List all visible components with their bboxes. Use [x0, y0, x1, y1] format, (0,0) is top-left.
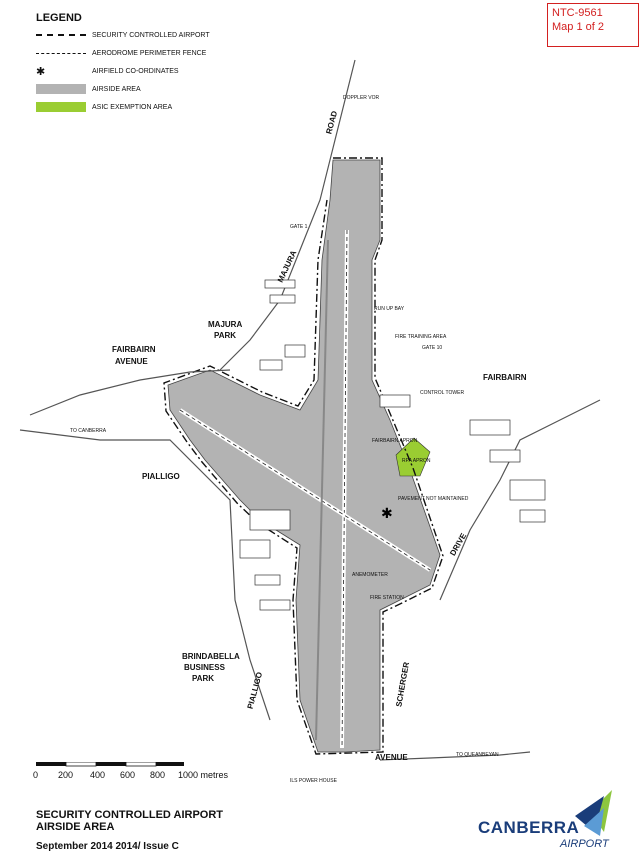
legend-label: SECURITY CONTROLLED AIRPORT: [92, 31, 210, 39]
label-majura-park-2: PARK: [214, 331, 237, 340]
label-pialligo: PIALLIGO: [142, 472, 180, 481]
pialligo-road: [19, 429, 271, 721]
main-runway-centre: [341, 229, 348, 749]
logo-sub: AIRPORT: [560, 838, 609, 850]
scale-bar: [36, 762, 184, 767]
label-rpa-apron: RPA APRON: [402, 458, 431, 464]
reference-number: NTC-9561: [552, 7, 603, 19]
label-anemometer: ANEMOMETER: [352, 572, 388, 578]
building-clusters: [239, 279, 546, 611]
logo-name: CANBERRA: [478, 818, 580, 837]
label-fire-station: FIRE STATION: [370, 595, 404, 601]
map-subtitle: AIRSIDE AREA: [36, 821, 115, 833]
legend-label: AERODROME PERIMETER FENCE: [92, 49, 207, 57]
airside-area-main: [167, 159, 441, 753]
label-fairbairn-avenue-1: FAIRBAIRN: [112, 345, 156, 354]
scherger-drive: [379, 751, 531, 761]
scale-label: 400: [90, 770, 106, 780]
coordinates-star-icon: ✱: [381, 506, 393, 522]
grey-swatch: [36, 84, 86, 94]
scale-label: 800: [150, 770, 166, 780]
label-to-canberra: TO CANBERRA: [70, 428, 107, 434]
label-pavement: PAVEMENT NOT MAINTAINED: [398, 496, 469, 502]
reference-box: NTC-9561 Map 1 of 2: [547, 3, 639, 47]
scale-label: 200: [58, 770, 74, 780]
taxiway: [315, 239, 329, 741]
star-icon: ✱: [36, 65, 46, 78]
fairbairn-avenue: [29, 369, 231, 416]
cross-runway-centre: [179, 409, 431, 571]
legend-label: AIRFIELD CO-ORDINATES: [92, 67, 179, 75]
dash-dot-line-icon: [36, 30, 86, 40]
map-title: SECURITY CONTROLLED AIRPORT: [36, 809, 224, 821]
canberra-airport-logo-mark: [575, 790, 612, 836]
majura-road: [219, 59, 356, 371]
green-swatch: [36, 102, 86, 112]
scale-label: 600: [120, 770, 136, 780]
label-gate-1: GATE 1: [290, 224, 308, 230]
asic-exemption-area: [395, 437, 431, 477]
label-brindabella-1: BRINDABELLA: [182, 652, 240, 661]
label-brindabella-3: PARK: [192, 674, 215, 683]
label-ils-power-house: ILS POWER HOUSE: [290, 778, 337, 784]
label-majura-park-1: MAJURA: [208, 320, 243, 329]
legend-row-fence: AERODROME PERIMETER FENCE: [36, 48, 206, 58]
legend-row-asic: ASIC EXEMPTION AREA: [36, 102, 172, 112]
label-fire-training: FIRE TRAINING AREA: [395, 334, 447, 340]
label-fairbairn-avenue-2: AVENUE: [115, 357, 148, 366]
label-doppler-vor: DOPPLER VOR: [343, 95, 380, 101]
label-fairbairn-apron: FAIRBAIRN APRON: [372, 438, 418, 444]
label-avenue: AVENUE: [375, 753, 408, 762]
scale-label: 1000 metres: [178, 770, 229, 780]
label-to-queanbeyan: TO QUEANBEYAN: [456, 752, 499, 758]
legend-label: AIRSIDE AREA: [92, 85, 141, 93]
dashed-line-icon: [36, 48, 86, 58]
label-control-tower: CONTROL TOWER: [420, 390, 465, 396]
issue-date: September 2014 2014/ Issue C: [36, 841, 179, 852]
legend-title: LEGEND: [36, 12, 82, 24]
scale-label: 0: [33, 770, 39, 780]
label-runup-bay: RUN UP BAY: [374, 306, 405, 312]
label-gate-10: GATE 10: [422, 345, 443, 351]
legend-row-coordinates: ✱ AIRFIELD CO-ORDINATES: [36, 65, 179, 78]
legend-row-security: SECURITY CONTROLLED AIRPORT: [36, 30, 210, 40]
map-page-indicator: Map 1 of 2: [552, 21, 604, 33]
label-fairbairn: FAIRBAIRN: [483, 373, 527, 382]
legend-row-airside: AIRSIDE AREA: [36, 84, 141, 94]
legend-label: ASIC EXEMPTION AREA: [92, 103, 173, 111]
label-brindabella-2: BUSINESS: [184, 663, 225, 672]
